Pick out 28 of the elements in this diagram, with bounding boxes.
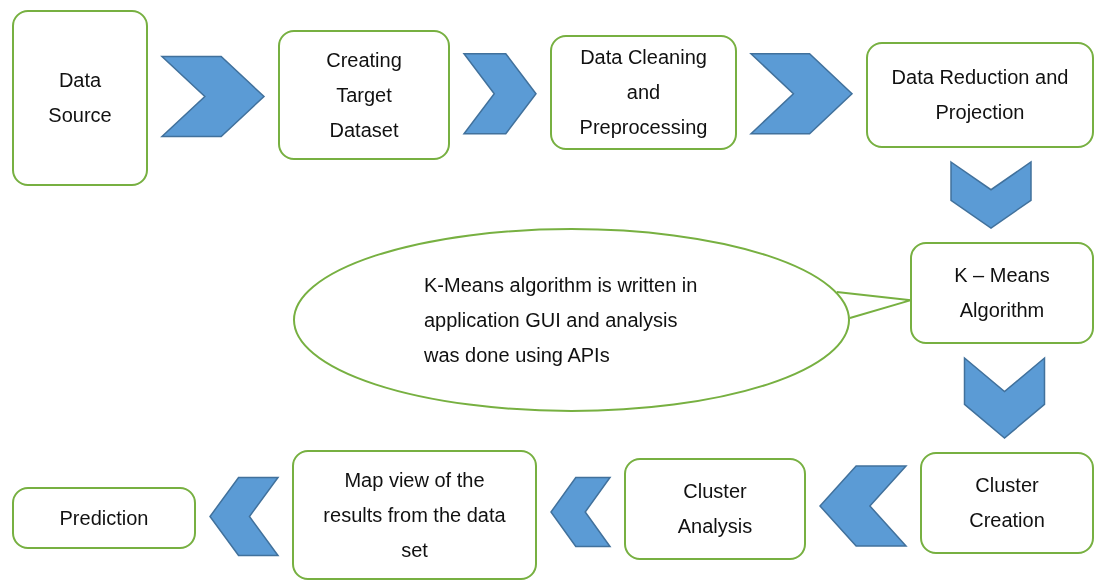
chevron-arrow	[819, 465, 908, 547]
process-box	[910, 242, 1094, 344]
box-label: Data Reduction and Projection	[890, 65, 1070, 125]
box-label: Prediction	[59, 505, 149, 531]
chevron-arrow	[462, 53, 537, 135]
chevron-arrow	[550, 476, 612, 548]
process-box	[866, 42, 1094, 148]
process-box	[624, 458, 806, 560]
process-box	[278, 30, 450, 160]
chevron-arrow	[963, 356, 1046, 439]
chevron-arrow	[950, 160, 1032, 229]
box-label: Creating Target Dataset	[325, 47, 403, 143]
chevron-arrow	[160, 55, 266, 138]
box-label: K – Means Algorithm	[953, 263, 1051, 323]
process-box	[12, 10, 148, 186]
process-box	[12, 487, 196, 549]
callout-text: K-Means algorithm is written in application GUI and analysis was done using APIs	[424, 272, 699, 368]
process-box	[920, 452, 1094, 554]
box-label: Map view of the results from the data set	[322, 467, 507, 563]
process-box	[292, 450, 537, 580]
box-label: Cluster Creation	[968, 473, 1046, 533]
process-box	[550, 35, 737, 150]
box-label: Data Cleaning and Preprocessing	[578, 45, 709, 140]
chevron-arrow	[749, 53, 854, 135]
box-label: Cluster Analysis	[676, 479, 754, 539]
chevron-arrow	[209, 476, 280, 557]
box-label: Data Source	[47, 68, 113, 128]
callout-tail	[835, 291, 912, 319]
